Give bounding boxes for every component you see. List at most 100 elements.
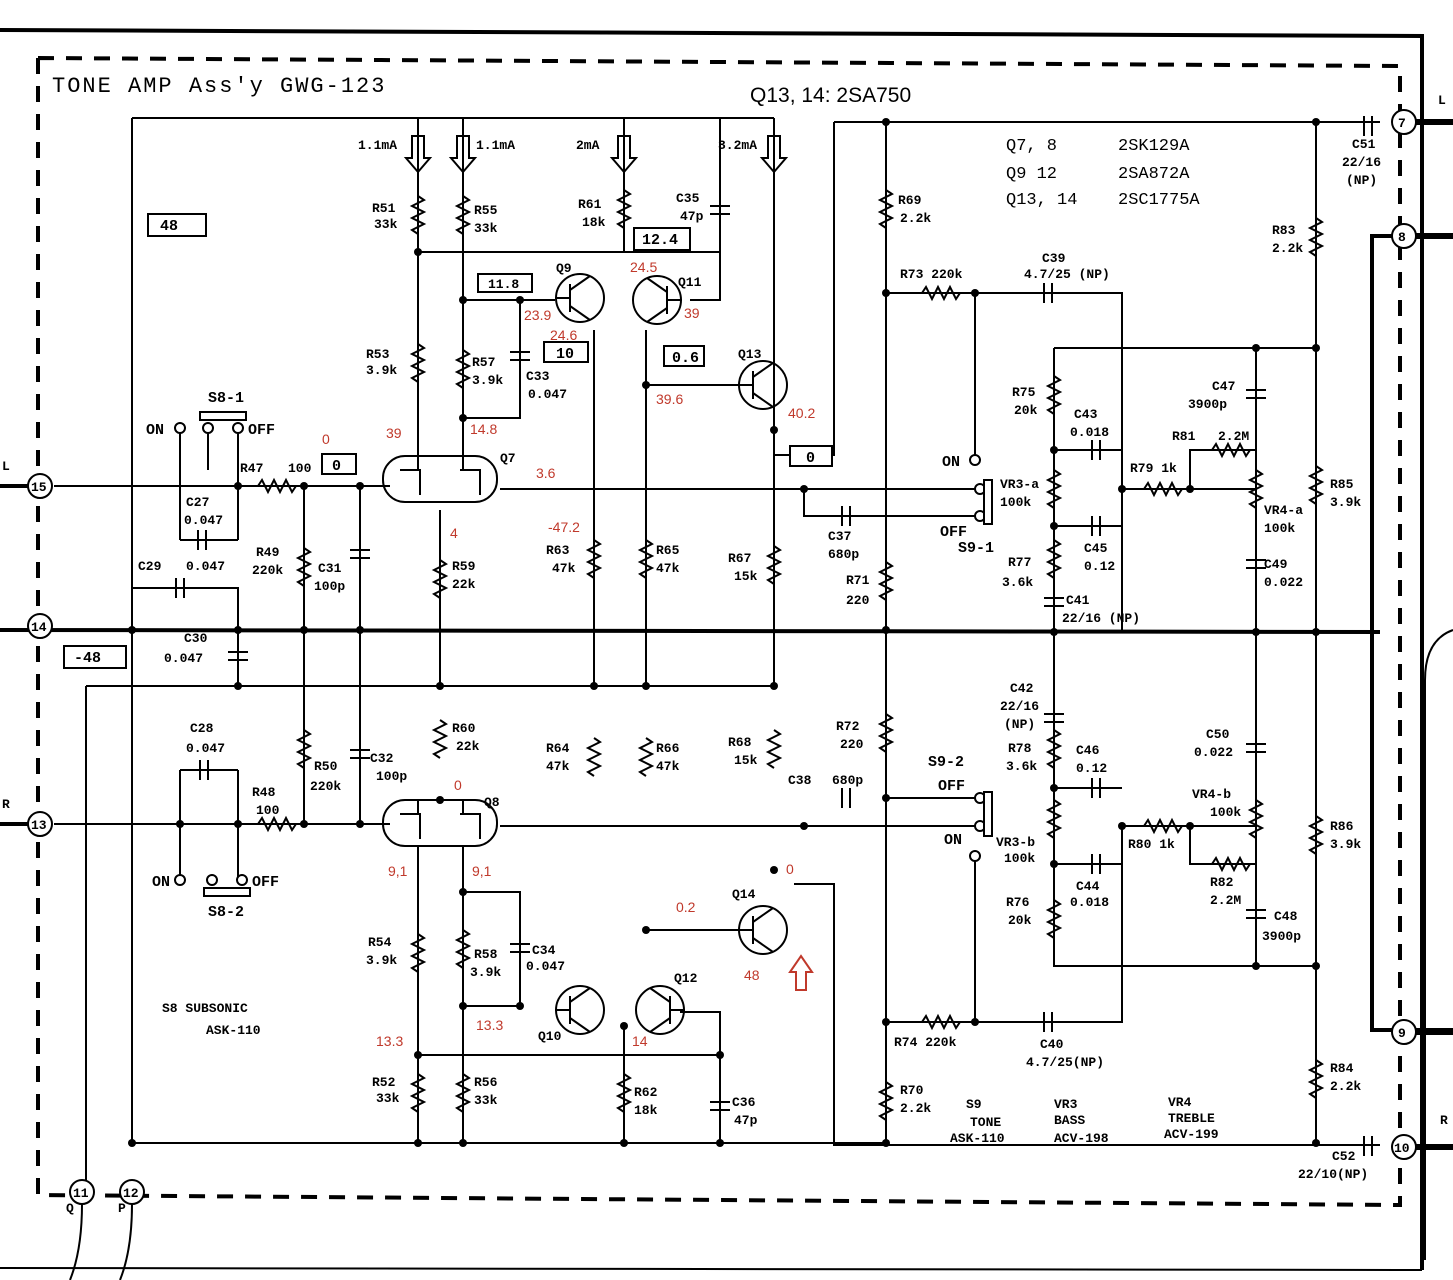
label-switch_labels-s9_1: S9-1: [958, 540, 994, 557]
label-components-c31: C31: [318, 561, 342, 576]
label-switch_labels-on4: ON: [944, 832, 962, 849]
label-components-r59: R59: [452, 559, 476, 574]
transistors: [382, 273, 788, 1035]
label-components-r54v: 3.9k: [366, 953, 397, 968]
c29-c30-network: [132, 587, 239, 686]
label-components-vr3b: VR3-b: [996, 835, 1035, 850]
c33-line: [463, 300, 521, 419]
label-components-c47v: 3900p: [1188, 397, 1227, 412]
label-components-vr4a: VR4-a: [1264, 503, 1303, 518]
q11-collector: [645, 330, 745, 686]
s8-1-network: [179, 428, 239, 541]
label-transistor_table-2-ref: Q13, 14: [1006, 191, 1077, 210]
label-components-r56: R56: [474, 1075, 498, 1090]
switch-s8-1-actuator: [199, 411, 247, 421]
label-components-q12: Q12: [674, 971, 698, 986]
label-measurements-v14: 14: [632, 1033, 648, 1049]
label-components-c40v: 4.7/25(NP): [1026, 1055, 1104, 1070]
label-components-r58: R58: [474, 947, 498, 962]
label-components-r80: R80 1k: [1128, 837, 1175, 852]
label-voltage_boxes-b48: 48: [160, 218, 178, 235]
label-components-r68v: 15k: [734, 753, 758, 768]
label-components-c28: C28: [190, 721, 214, 736]
right-side-arc: [1424, 629, 1453, 1260]
label-components-r57v: 3.9k: [472, 373, 503, 388]
label-measurements-vm472: -47.2: [548, 519, 580, 535]
label-components-c43: C43: [1074, 407, 1098, 422]
label-components-r81: R81: [1172, 429, 1196, 444]
red-indicator-arrow: [788, 954, 814, 991]
label-components-r65v: 47k: [656, 561, 680, 576]
label-transistor_table-1-part: 2SA872A: [1118, 165, 1190, 184]
label-components-r52: R52: [372, 1075, 396, 1090]
label-terminals-t9: 9: [1398, 1026, 1406, 1041]
label-measurements-v148: 14.8: [470, 421, 497, 437]
label-components-r75: R75: [1012, 385, 1036, 400]
label-components-r70v: 2.2k: [900, 1101, 931, 1116]
ground-bus: [0, 628, 1381, 634]
header-note: Q13, 14: 2SA750: [750, 84, 911, 107]
label-components-r52v: 33k: [376, 1091, 400, 1106]
label-components-vr3a: VR3-a: [1000, 477, 1039, 492]
label-components-r48v: 100: [256, 803, 280, 818]
label-legend-vr3: VR3: [1054, 1097, 1078, 1112]
label-io_labels-p: P: [118, 1201, 126, 1216]
label-components-r67v: 15k: [734, 569, 758, 584]
switch-s9-2-actuator: [983, 791, 993, 837]
label-components-r75v: 20k: [1014, 403, 1038, 418]
terminal-circles: [27, 109, 1417, 1205]
label-io_labels-q: Q: [66, 1201, 74, 1216]
label-components-r55: R55: [474, 203, 498, 218]
label-switch_labels-s8_2: S8-2: [208, 904, 244, 921]
label-components-q10: Q10: [538, 1029, 562, 1044]
label-measurements-v245: 24.5: [630, 259, 657, 275]
label-components-c40: C40: [1040, 1037, 1064, 1052]
resistors: [257, 189, 1325, 1121]
label-components-r62: R62: [634, 1085, 658, 1100]
label-components-r77v: 3.6k: [1002, 575, 1033, 590]
label-components-r56v: 33k: [474, 1093, 498, 1108]
label-voltage_boxes-b0a: 0: [332, 458, 341, 475]
label-legend-vr3a: BASS: [1054, 1113, 1085, 1128]
label-components-c35: C35: [676, 191, 700, 206]
label-components-r65: R65: [656, 543, 680, 558]
label-transistor_table-0-part: 2SK129A: [1118, 137, 1190, 156]
label-components-r68: R68: [728, 735, 752, 750]
label-measurements-v402: 40.2: [788, 405, 815, 421]
label-components-c45: C45: [1084, 541, 1108, 556]
label-components-r48: R48: [252, 785, 276, 800]
label-components-r62v: 18k: [634, 1103, 658, 1118]
label-components-vr3bv: 100k: [1004, 851, 1035, 866]
label-components-c32v: 100p: [376, 769, 407, 784]
label-io_labels-r_in: R: [2, 797, 10, 812]
label-components-r61v: 18k: [582, 215, 606, 230]
label-components-r47: R47: [240, 461, 263, 476]
label-voltage_boxes-b118: 11.8: [488, 277, 519, 292]
label-components-c29v: 0.047: [186, 559, 225, 574]
text-layer: TONE AMP Ass'y GWG-123 Q13, 14: 2SA750 Q…: [2, 74, 1448, 1216]
label-measurements-v396: 39.6: [656, 391, 683, 407]
label-components-c50: C50: [1206, 727, 1230, 742]
label-components-q9: Q9: [556, 261, 572, 276]
label-legend-vr4: VR4: [1168, 1095, 1192, 1110]
voltage-boxes: [63, 213, 833, 669]
label-components-r69: R69: [898, 193, 922, 208]
label-measurements-v48: 48: [744, 967, 760, 983]
label-components-vr4bv: 100k: [1210, 805, 1241, 820]
label-components-r76v: 20k: [1008, 913, 1032, 928]
label-switch_labels-on3: ON: [942, 454, 960, 471]
label-components-r85v: 3.9k: [1330, 495, 1361, 510]
label-components-r63v: 47k: [552, 561, 576, 576]
label-terminals-t7: 7: [1398, 116, 1406, 131]
label-components-q7: Q7: [500, 451, 516, 466]
label-components-c49v: 0.022: [1264, 575, 1303, 590]
label-terminals-t8: 8: [1398, 230, 1406, 245]
label-components-r71v: 220: [846, 593, 870, 608]
label-components-r58v: 3.9k: [470, 965, 501, 980]
label-components-r79: R79 1k: [1130, 461, 1177, 476]
label-voltage_boxes-bm48: -48: [74, 650, 101, 667]
label-terminals-t13: 13: [31, 818, 47, 833]
c35-branch: [690, 118, 721, 301]
label-components-c46: C46: [1076, 743, 1100, 758]
